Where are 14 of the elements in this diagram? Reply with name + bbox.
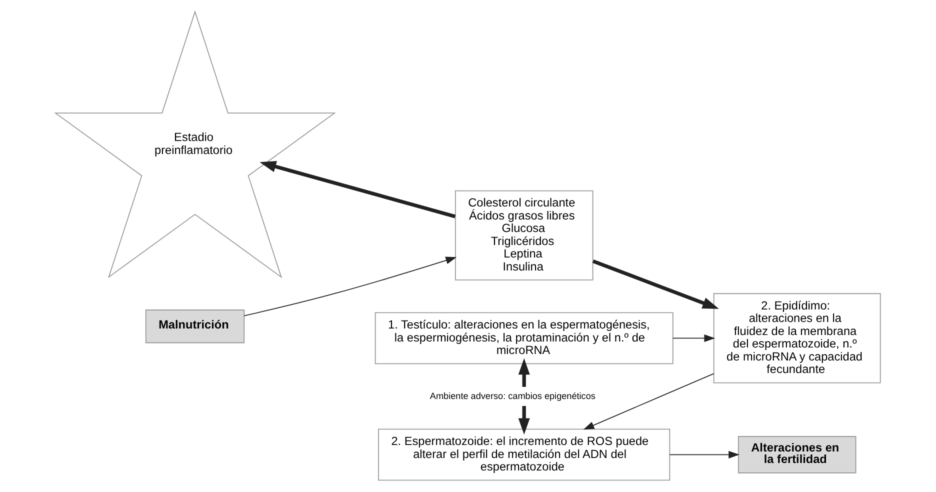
- arrow: [260, 160, 456, 218]
- arrow: [518, 358, 530, 435]
- arrow: [244, 256, 457, 316]
- node-box: Alteraciones en la fertilidad: [738, 436, 856, 474]
- node-box: Malnutrición: [145, 310, 245, 344]
- arrow: [583, 373, 714, 430]
- edge-label: Ambiente adverso: cambios epigenéticos: [430, 391, 596, 402]
- node-box: 2. Epidídimo: alteraciones en la fluidez de la membrana del espermatozoide, n.º de microRNA y capacidad fecundante: [713, 293, 881, 384]
- arrow: [592, 260, 719, 309]
- node-box: 2. Espermatozoide: el incremento de ROS puede alterar el perfil de metilación del ADN del espermatozoide: [378, 428, 670, 481]
- node-box: Colesterol circulante Ácidos grasos libres Glucosa Triglicéridos Leptina Insulina: [454, 190, 594, 280]
- arrow: [669, 450, 740, 459]
- node-box: 1. Testículo: alteraciones en la espermatogénesis, la espermiogénesis, la protaminación y el n.º de microRNA: [374, 312, 674, 364]
- arrow: [672, 334, 716, 342]
